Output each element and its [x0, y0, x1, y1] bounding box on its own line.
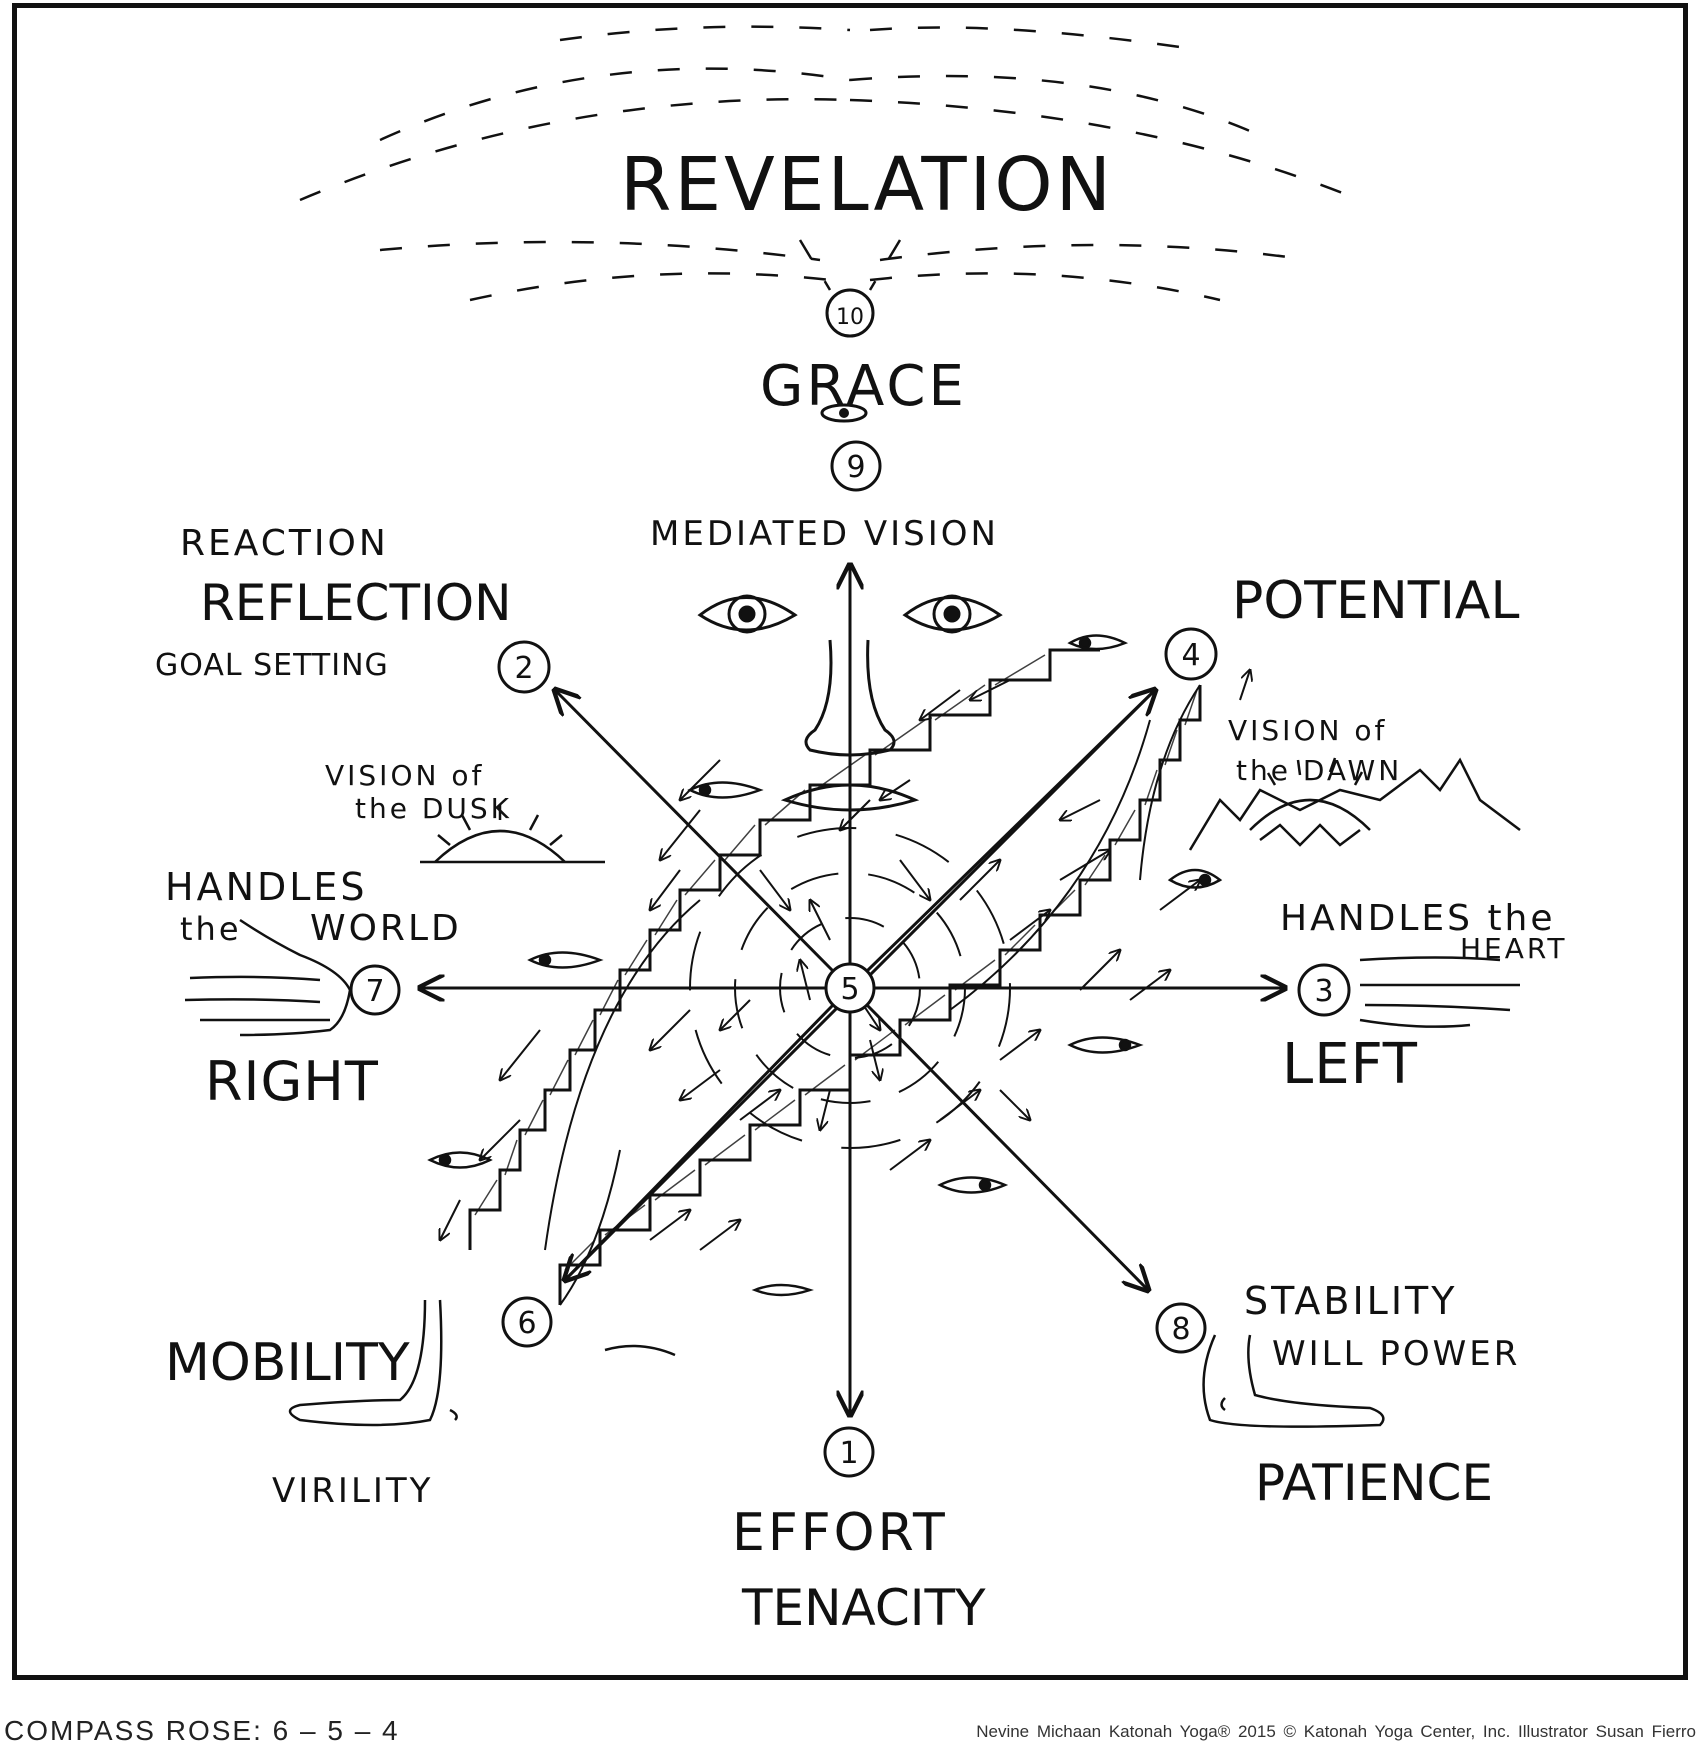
label-vision-dawn-1: VISION of — [1228, 714, 1387, 747]
node-10-circle — [825, 288, 875, 338]
face-illustration — [697, 594, 1003, 812]
label-mobility: MOBILITY — [165, 1333, 410, 1393]
left-eye-icon — [697, 596, 798, 632]
mobility-foot-icon — [288, 1299, 458, 1427]
label-reaction: REACTION — [180, 523, 389, 564]
label-mediated-vision: MEDIATED VISION — [650, 514, 999, 554]
node-8: 8 — [1171, 1312, 1190, 1347]
diagram-frame — [12, 3, 1688, 1680]
label-vision-dawn-2: the DAWN — [1236, 754, 1402, 787]
axis-to-2 — [555, 690, 835, 973]
node-9-circle — [830, 440, 882, 492]
label-virility: VIRILITY — [272, 1471, 433, 1511]
label-will-power: WILL POWER — [1272, 1334, 1520, 1374]
label-grace: GRACE — [760, 354, 967, 419]
label-handles-world-2: the — [180, 910, 242, 948]
compass-nodes — [349, 288, 1351, 1478]
label-goal-setting: GOAL SETTING — [155, 648, 389, 683]
node-6-circle — [501, 1296, 553, 1348]
label-left: LEFT — [1282, 1032, 1418, 1097]
axis-to-8 — [865, 1003, 1148, 1290]
node-8-circle — [1155, 1302, 1207, 1354]
node-7-circle — [349, 964, 401, 1016]
label-revelation: REVELATION — [620, 142, 1114, 228]
label-stability: STABILITY — [1244, 1279, 1457, 1323]
node-1-circle — [823, 1426, 875, 1478]
node-1: 1 — [839, 1436, 858, 1471]
compass-axes — [420, 565, 1285, 1415]
label-vision-dusk-1: VISION of — [325, 759, 484, 792]
label-right: RIGHT — [205, 1050, 379, 1113]
right-eye-icon — [902, 596, 1003, 632]
compass-rose-diagram: 10 9 2 4 5 7 3 6 8 1 REVELATION GRACE ME… — [155, 25, 1567, 1637]
caption-credit: Nevine Michaan Katonah Yoga® 2015 © Kato… — [976, 1722, 1696, 1741]
node-4-circle — [1164, 627, 1218, 681]
stability-foot-icon — [1202, 1334, 1385, 1428]
third-eye-icon — [820, 403, 868, 423]
dawn-mountains-icon — [1188, 757, 1521, 851]
small-eyes — [427, 634, 1223, 1357]
node-5-circle — [824, 962, 876, 1014]
node-3: 3 — [1314, 974, 1333, 1009]
label-tenacity: TENACITY — [741, 1579, 986, 1637]
label-handles-heart-1: HANDLES the — [1280, 898, 1556, 939]
node-4: 4 — [1181, 638, 1200, 673]
nose-icon — [804, 639, 896, 757]
flow-arrows — [440, 670, 1250, 1251]
label-handles-world-3: WORLD — [310, 908, 462, 949]
label-patience: PATIENCE — [1255, 1454, 1493, 1512]
node-7: 7 — [365, 974, 384, 1009]
left-hand-icon — [1359, 956, 1520, 1028]
node-6: 6 — [517, 1306, 536, 1341]
label-reflection: REFLECTION — [200, 574, 512, 632]
node-2: 2 — [514, 651, 533, 686]
revelation-rays — [299, 25, 1361, 302]
label-potential: POTENTIAL — [1232, 571, 1519, 631]
stair-hatching — [474, 654, 1198, 1271]
node-3-circle — [1297, 963, 1351, 1017]
dusk-sun-icon — [420, 805, 605, 864]
node-5: 5 — [840, 972, 859, 1007]
label-effort: EFFORT — [732, 1503, 948, 1563]
node-2-circle — [497, 640, 551, 694]
node-9: 9 — [846, 450, 865, 485]
caption-title: COMPASS ROSE: 6 – 5 – 4 — [4, 1715, 400, 1746]
label-handles-heart-2: HEART — [1460, 932, 1567, 965]
right-hand-icon — [184, 918, 352, 1037]
node-10: 10 — [836, 305, 864, 330]
label-vision-dusk-2: the DUSK — [355, 792, 512, 825]
label-handles-world-1: HANDLES — [165, 865, 368, 909]
mouth-icon — [780, 783, 920, 812]
